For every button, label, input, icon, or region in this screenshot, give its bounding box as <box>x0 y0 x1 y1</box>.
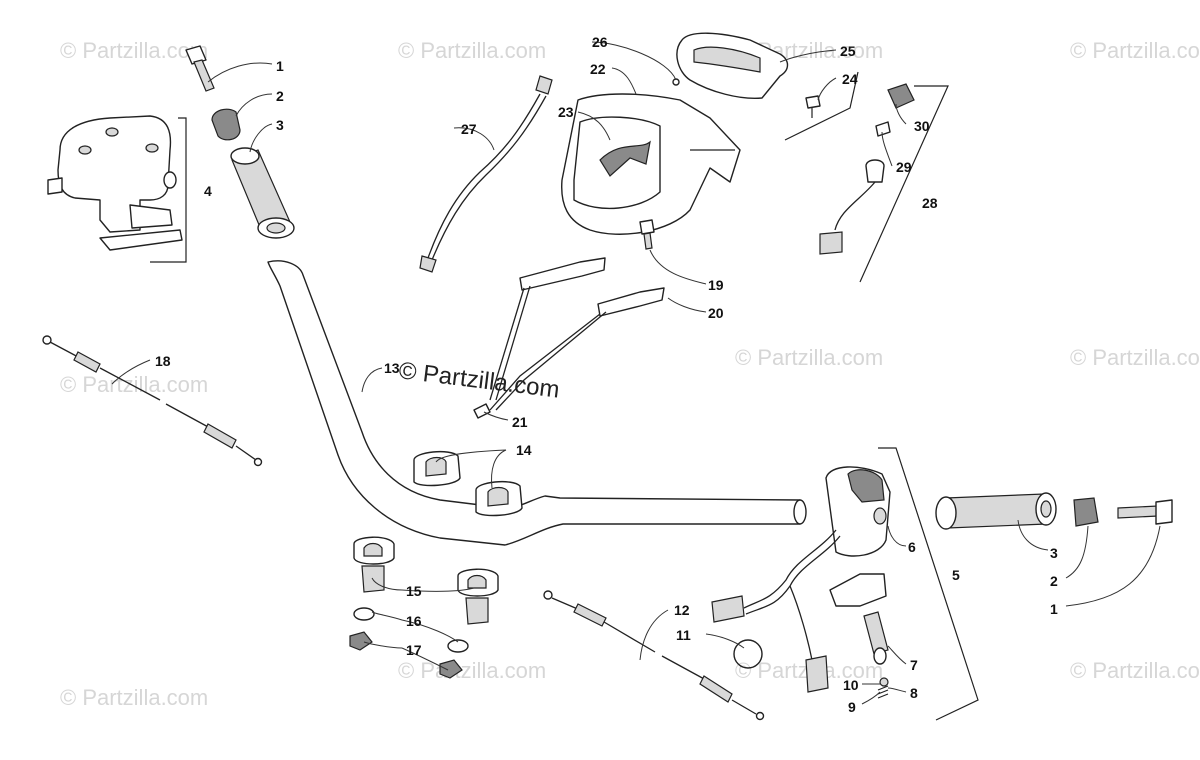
throttle-cable-18 <box>42 335 263 467</box>
callout-2: 2 <box>276 88 284 104</box>
callout-labels: 1 2 3 4 18 13 14 15 16 17 27 26 22 23 25… <box>155 34 1058 715</box>
callout-3: 3 <box>276 117 284 133</box>
clamp-upper <box>413 450 523 517</box>
callout-3-right: 3 <box>1050 545 1058 561</box>
key-switch <box>819 83 915 255</box>
watermark: © Partzilla.com <box>60 372 208 397</box>
watermark: © Partzilla.com <box>60 685 208 710</box>
watermark: © Partzilla.com <box>60 38 208 63</box>
watermark: © Partzilla.com <box>735 345 883 370</box>
callout-9: 9 <box>848 699 856 715</box>
callout-10: 10 <box>843 677 859 693</box>
bracket-4 <box>150 117 187 263</box>
callout-28: 28 <box>922 195 938 211</box>
callout-13: 13 <box>384 360 400 376</box>
callout-25: 25 <box>840 43 856 59</box>
right-switch-housing <box>711 466 891 693</box>
callout-20: 20 <box>708 305 724 321</box>
callout-8: 8 <box>910 685 918 701</box>
leader-lines <box>111 41 1161 705</box>
handlebar <box>267 260 807 546</box>
watermark: © Partzilla.com <box>398 38 546 63</box>
speedometer-cable-27 <box>419 75 553 273</box>
callout-5: 5 <box>952 567 960 583</box>
callout-22: 22 <box>590 61 606 77</box>
callout-26: 26 <box>592 34 608 50</box>
screw-24 <box>805 95 821 118</box>
callout-24: 24 <box>842 71 858 87</box>
screw-21 <box>473 403 491 419</box>
watermark: © Partzilla.com <box>1070 38 1200 63</box>
watermark: © Partzilla.com <box>1070 345 1200 370</box>
bar-end-cap-left <box>211 108 241 141</box>
callout-16: 16 <box>406 613 422 629</box>
bolt-19 <box>639 219 655 250</box>
center-watermark: © Partzilla.com <box>397 357 561 404</box>
grip-right <box>935 492 1057 530</box>
callout-1-right: 1 <box>1050 601 1058 617</box>
bracket-5 <box>878 447 979 721</box>
callout-17: 17 <box>406 642 422 658</box>
callout-23: 23 <box>558 104 574 120</box>
callout-27: 27 <box>461 121 477 137</box>
callout-4: 4 <box>204 183 212 199</box>
grip-left <box>230 147 295 239</box>
brake-switch <box>829 573 889 699</box>
instrument-housing <box>672 32 789 100</box>
callout-21: 21 <box>512 414 528 430</box>
callout-12: 12 <box>674 602 690 618</box>
riser-left <box>349 536 395 651</box>
bolt-left <box>185 45 215 92</box>
bolt-right <box>1117 499 1173 525</box>
bracket-28 <box>859 85 949 283</box>
callout-2-right: 2 <box>1050 573 1058 589</box>
callout-7: 7 <box>910 657 918 673</box>
brake-cable-12 <box>543 590 765 721</box>
callout-11: 11 <box>676 627 691 643</box>
left-control-housing <box>47 115 183 251</box>
mounting-bracket-20 <box>489 257 665 411</box>
callout-29: 29 <box>896 159 912 175</box>
headlight-pod <box>561 93 741 235</box>
callout-15: 15 <box>406 583 422 599</box>
bracket-24 <box>784 71 859 141</box>
watermark: © Partzilla.com <box>1070 658 1200 683</box>
callout-30: 30 <box>914 118 930 134</box>
callout-6: 6 <box>908 539 916 555</box>
callout-14: 14 <box>516 442 532 458</box>
callout-19: 19 <box>708 277 724 293</box>
callout-18: 18 <box>155 353 171 369</box>
watermark: © Partzilla.com <box>398 658 546 683</box>
bar-end-cap-right <box>1073 497 1099 527</box>
callout-1: 1 <box>276 58 284 74</box>
